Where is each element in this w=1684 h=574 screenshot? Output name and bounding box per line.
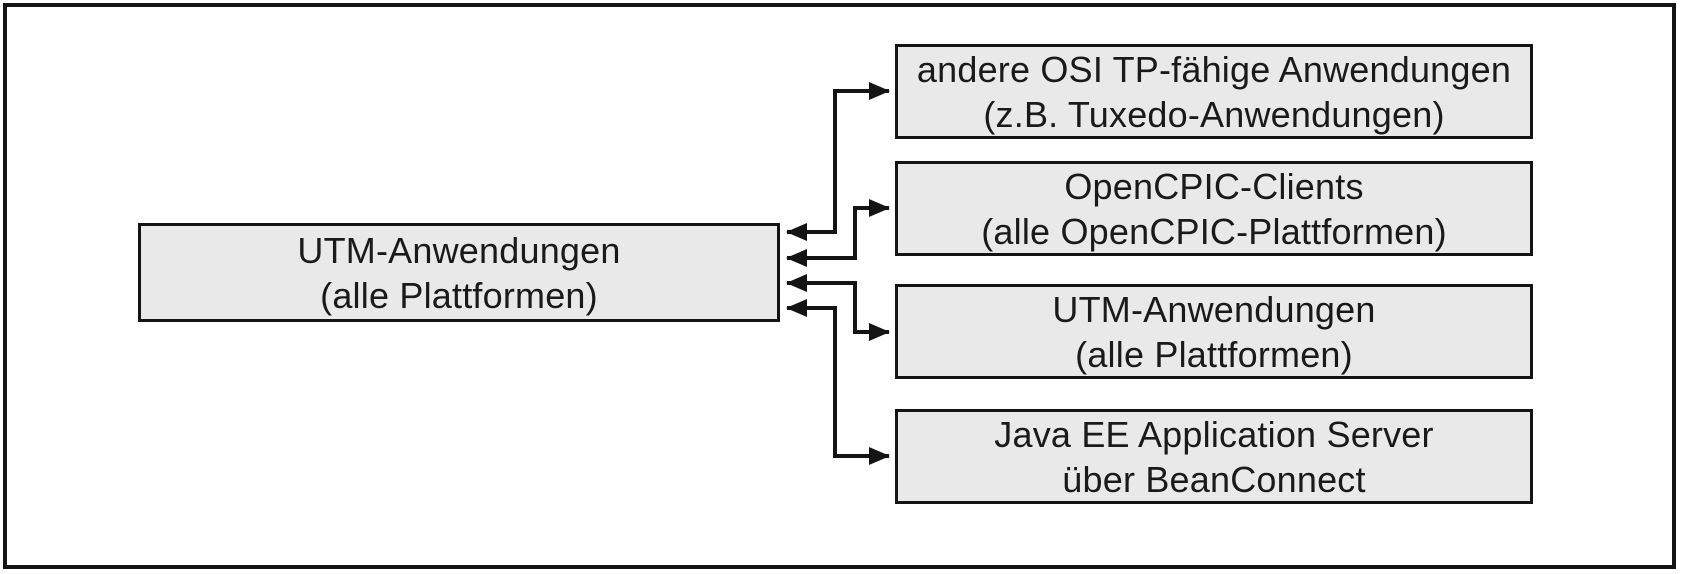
node-opencpic-clients: OpenCPIC-Clients (alle OpenCPIC-Plattfor…: [895, 161, 1533, 256]
node-javaee-beanconnect: Java EE Application Server über BeanConn…: [895, 409, 1533, 504]
node-label-line2: (z.B. Tuxedo-Anwendungen): [983, 93, 1445, 135]
node-label-line1: Java EE Application Server: [994, 413, 1434, 455]
diagram-outer-frame: [3, 3, 1676, 569]
node-label-line2: (alle Plattformen): [1075, 333, 1353, 375]
node-label-line2: (alle Plattformen): [320, 274, 598, 316]
node-utm-anwendungen-left: UTM-Anwendungen (alle Plattformen): [138, 223, 780, 322]
node-utm-anwendungen-right: UTM-Anwendungen (alle Plattformen): [895, 284, 1533, 379]
node-label-line2: über BeanConnect: [1062, 458, 1366, 500]
node-label-line1: UTM-Anwendungen: [297, 229, 621, 271]
node-andere-osi-tp-anwendungen: andere OSI TP-fähige Anwendungen (z.B. T…: [895, 44, 1533, 139]
node-label-line1: andere OSI TP-fähige Anwendungen: [916, 48, 1512, 90]
node-label-line1: OpenCPIC-Clients: [1064, 165, 1364, 207]
node-label-line1: UTM-Anwendungen: [1052, 288, 1376, 330]
node-label-line2: (alle OpenCPIC-Plattformen): [981, 210, 1447, 252]
